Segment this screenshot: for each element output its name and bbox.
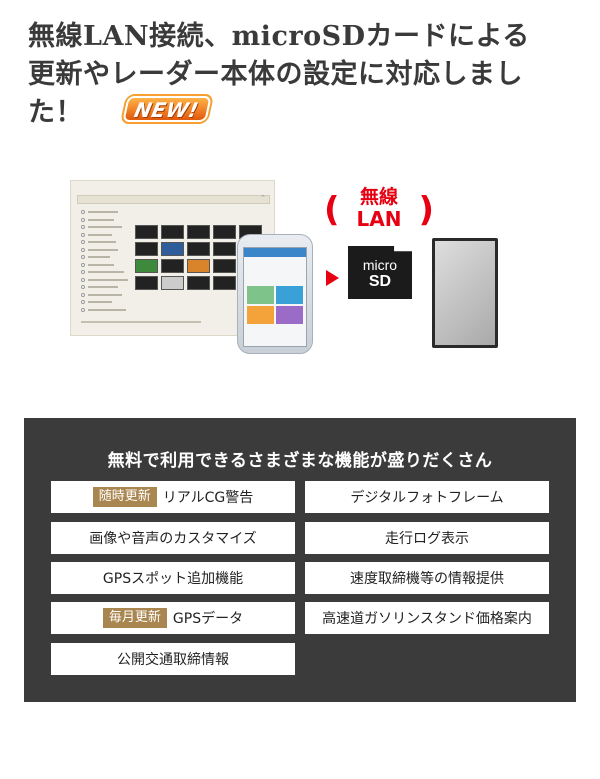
feature-label: GPSスポット追加機能: [102, 571, 244, 587]
chevron-up-icon: ⌃: [260, 194, 266, 202]
feature-label: デジタルフォトフレーム: [350, 490, 504, 506]
radar-device-image: [432, 238, 498, 348]
feature-label: GPSデータ: [172, 611, 244, 627]
headline: 無線LAN接続、microSDカードによる 更新やレーダー本体の設定に対応しまし…: [28, 18, 588, 132]
headline-line-3-text: た！: [28, 97, 83, 128]
microsd-card-icon: micro SD: [348, 246, 412, 299]
settings-option-list: [81, 209, 129, 314]
product-illustration: ⌃: [70, 180, 540, 360]
feature-item-real-cg: 随時更新 リアルCG警告: [51, 481, 295, 513]
headline-line-1: 無線LAN接続、microSDカードによる: [28, 21, 530, 52]
smartphone-image: [237, 234, 313, 354]
feature-item-photo-frame: デジタルフォトフレーム: [305, 481, 549, 513]
wifi-wave-right-icon: ): [418, 190, 434, 230]
feature-tag: 毎月更新: [102, 608, 167, 628]
headline-line-2: 更新やレーダー本体の設定に対応しまし: [28, 59, 523, 90]
feature-label: リアルCG警告: [162, 490, 254, 506]
feature-panel: 無料で利用できるさまざまな機能が盛りだくさん 随時更新 リアルCG警告 デジタル…: [24, 418, 576, 702]
settings-bar: ⌃: [77, 194, 270, 204]
arrow-right-icon: [326, 270, 339, 286]
feature-item-drive-log: 走行ログ表示: [305, 522, 549, 554]
wireless-lan-line-1: 無線: [359, 186, 398, 208]
feature-label: 高速道ガソリンスタンド価格案内: [322, 611, 532, 627]
radar-screen: [435, 241, 495, 345]
feature-item-customize: 画像や音声のカスタマイズ: [51, 522, 295, 554]
feature-label: 公開交通取締情報: [117, 652, 229, 668]
feature-label: 走行ログ表示: [385, 531, 469, 547]
wireless-lan-line-2: LAN: [356, 207, 402, 231]
wireless-lan-badge: ( 無線 LAN ): [318, 182, 440, 242]
sd-card-line-1: micro: [362, 257, 398, 273]
feature-label: 画像や音声のカスタマイズ: [89, 531, 257, 547]
feature-label: 速度取締機等の情報提供: [350, 571, 504, 587]
wifi-wave-left-icon: (: [324, 190, 340, 230]
wallpaper-thumbnail-grid: [135, 225, 263, 290]
feature-tag: 随時更新: [92, 487, 157, 507]
feature-item-speed-trap-info: 速度取締機等の情報提供: [305, 562, 549, 594]
phone-screen: [243, 247, 307, 347]
feature-item-gps-spot: GPSスポット追加機能: [51, 562, 295, 594]
new-badge: NEW!: [120, 94, 214, 124]
feature-item-gps-data: 毎月更新 GPSデータ: [51, 602, 295, 634]
feature-item-public-enforcement: 公開交通取締情報: [51, 643, 295, 675]
headline-line-3: た！ NEW!: [28, 94, 588, 132]
feature-item-gas-price: 高速道ガソリンスタンド価格案内: [305, 602, 549, 634]
sd-card-line-2: SD: [368, 273, 392, 290]
feature-panel-title: 無料で利用できるさまざまな機能が盛りだくさん: [107, 451, 493, 471]
